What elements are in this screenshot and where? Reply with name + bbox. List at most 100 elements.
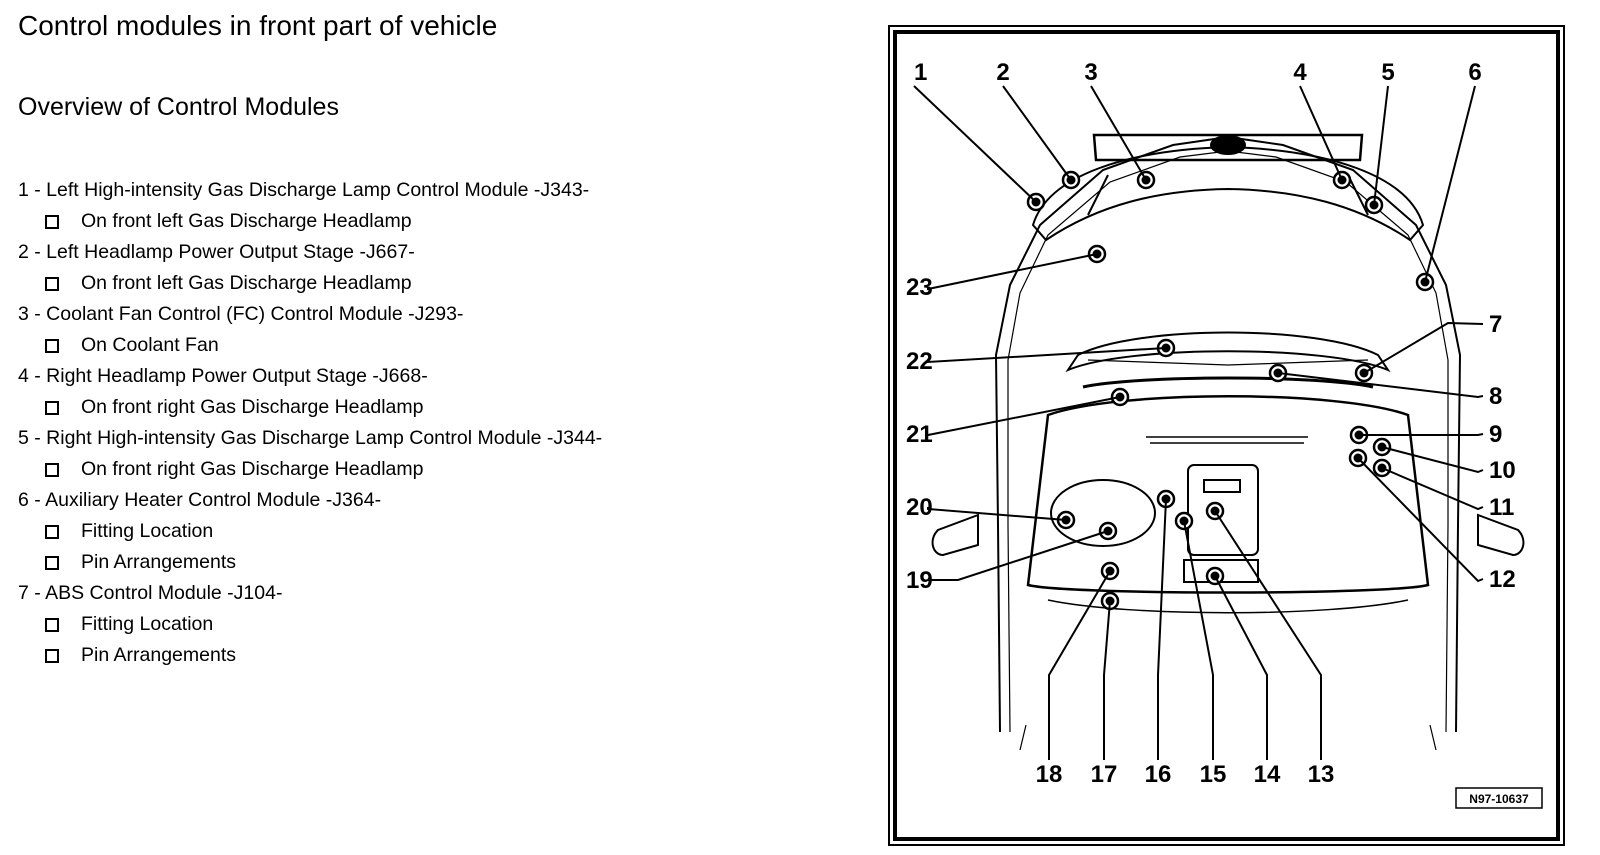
callout-label: 20 <box>906 494 933 521</box>
callout-label: 5 <box>1381 59 1394 86</box>
leader-line <box>1277 372 1484 399</box>
leader-line <box>1157 498 1167 760</box>
leader-line <box>1299 85 1343 181</box>
callout-label: 4 <box>1293 59 1307 86</box>
callout-label: 10 <box>1489 457 1516 484</box>
leader-line <box>1357 457 1484 583</box>
callout-label: 1 <box>914 59 927 86</box>
module-title: 1 - Left High-intensity Gas Discharge La… <box>18 179 590 201</box>
callout-label: 14 <box>1254 761 1281 788</box>
callout-label: 3 <box>1084 59 1097 86</box>
module-link[interactable]: Fitting Location <box>18 516 602 547</box>
callout-label: 21 <box>906 421 933 448</box>
leader-line <box>1002 85 1072 181</box>
module-sub-item-text[interactable]: Fitting Location <box>81 520 214 542</box>
module-item-4: 4 - Right Headlamp Power Output Stage -J… <box>18 361 602 423</box>
car-outline <box>931 133 1525 751</box>
callout-label: 7 <box>1489 311 1502 338</box>
module-sub-item: On front right Gas Discharge Headlamp <box>18 454 602 485</box>
module-link[interactable]: Pin Arrangements <box>18 547 602 578</box>
module-item-2: 2 - Left Headlamp Power Output Stage -J6… <box>18 237 602 299</box>
leader-line <box>1363 321 1484 374</box>
ref-code: N97-10637 <box>1469 792 1529 806</box>
leader-line <box>927 253 1098 291</box>
checkbox-icon <box>45 338 59 353</box>
module-sub-item-text[interactable]: Fitting Location <box>81 613 214 635</box>
leader-line <box>927 396 1121 437</box>
callout-label: 19 <box>906 567 933 594</box>
leader-line <box>1103 600 1111 760</box>
checkbox-icon <box>45 214 59 229</box>
leader-line <box>913 85 1037 203</box>
module-sub-item: On front left Gas Discharge Headlamp <box>18 206 602 237</box>
module-title: 4 - Right Headlamp Power Output Stage -J… <box>18 365 428 387</box>
module-sub-item-text: On Coolant Fan <box>81 334 219 356</box>
leader-line <box>1424 85 1476 283</box>
module-sub-item-text[interactable]: Pin Arrangements <box>81 644 237 666</box>
checkbox-icon <box>45 276 59 291</box>
checkbox-icon <box>45 400 59 415</box>
module-link[interactable]: Fitting Location <box>18 609 602 640</box>
callout-label: 22 <box>906 348 933 375</box>
leader-line <box>1214 575 1268 760</box>
frame-outer <box>888 25 1565 846</box>
module-list: 1 - Left High-intensity Gas Discharge La… <box>18 175 602 671</box>
callout-label: 13 <box>1308 761 1335 788</box>
callout-label: 16 <box>1145 761 1172 788</box>
module-sub-item-text[interactable]: Pin Arrangements <box>81 551 237 573</box>
callout-label: 11 <box>1489 494 1514 521</box>
checkbox-icon <box>45 462 59 477</box>
leader-line <box>1359 433 1484 436</box>
module-item-6: 6 - Auxiliary Heater Control Module -J36… <box>18 485 602 578</box>
callout-label: 15 <box>1200 761 1227 788</box>
leader-line <box>1381 446 1484 474</box>
module-sub-item-text: On front left Gas Discharge Headlamp <box>81 272 412 294</box>
checkbox-icon <box>45 555 59 570</box>
callout-label: 17 <box>1091 761 1118 788</box>
callout-label: 12 <box>1489 566 1516 593</box>
leader-lines <box>913 85 1484 760</box>
module-link[interactable]: Pin Arrangements <box>18 640 602 671</box>
leader-line <box>1381 467 1484 511</box>
checkbox-icon <box>45 617 59 632</box>
leader-line <box>1048 570 1111 760</box>
leader-line <box>1183 520 1214 760</box>
section-title: Overview of Control Modules <box>18 93 339 121</box>
leader-line <box>927 347 1167 364</box>
module-title: 5 - Right High-intensity Gas Discharge L… <box>18 427 603 449</box>
module-sub-item: On Coolant Fan <box>18 330 602 361</box>
module-item-3: 3 - Coolant Fan Control (FC) Control Mod… <box>18 299 602 361</box>
module-title: 7 - ABS Control Module -J104- <box>18 582 283 604</box>
callout-label: 6 <box>1468 59 1481 86</box>
callout-label: 2 <box>996 59 1009 86</box>
marker-layer <box>1026 170 1435 611</box>
checkbox-icon <box>45 648 59 663</box>
module-sub-item: On front left Gas Discharge Headlamp <box>18 268 602 299</box>
ref-code-box <box>1455 787 1543 809</box>
checkbox-icon <box>45 524 59 539</box>
frame-inner <box>893 30 1560 841</box>
module-sub-item: On front right Gas Discharge Headlamp <box>18 392 602 423</box>
callout-label: 9 <box>1489 421 1502 448</box>
module-sub-item-text: On front right Gas Discharge Headlamp <box>81 458 424 480</box>
leader-line <box>927 507 1067 521</box>
page-title: Control modules in front part of vehicle <box>18 10 498 41</box>
module-item-5: 5 - Right High-intensity Gas Discharge L… <box>18 423 602 485</box>
callout-label: 8 <box>1489 383 1502 410</box>
module-title: 6 - Auxiliary Heater Control Module -J36… <box>18 489 382 511</box>
leader-line <box>1214 510 1322 760</box>
callout-label: 23 <box>906 274 933 301</box>
leader-line <box>928 530 1109 581</box>
module-title: 2 - Left Headlamp Power Output Stage -J6… <box>18 241 415 263</box>
module-title: 3 - Coolant Fan Control (FC) Control Mod… <box>18 303 464 325</box>
leader-line <box>1373 85 1389 206</box>
module-sub-item-text: On front right Gas Discharge Headlamp <box>81 396 424 418</box>
module-sub-item-text: On front left Gas Discharge Headlamp <box>81 210 412 232</box>
module-item-1: 1 - Left High-intensity Gas Discharge La… <box>18 175 602 237</box>
leader-line <box>1090 85 1147 181</box>
module-item-7: 7 - ABS Control Module -J104- Fitting Loc… <box>18 578 602 671</box>
callout-label: 18 <box>1036 761 1063 788</box>
